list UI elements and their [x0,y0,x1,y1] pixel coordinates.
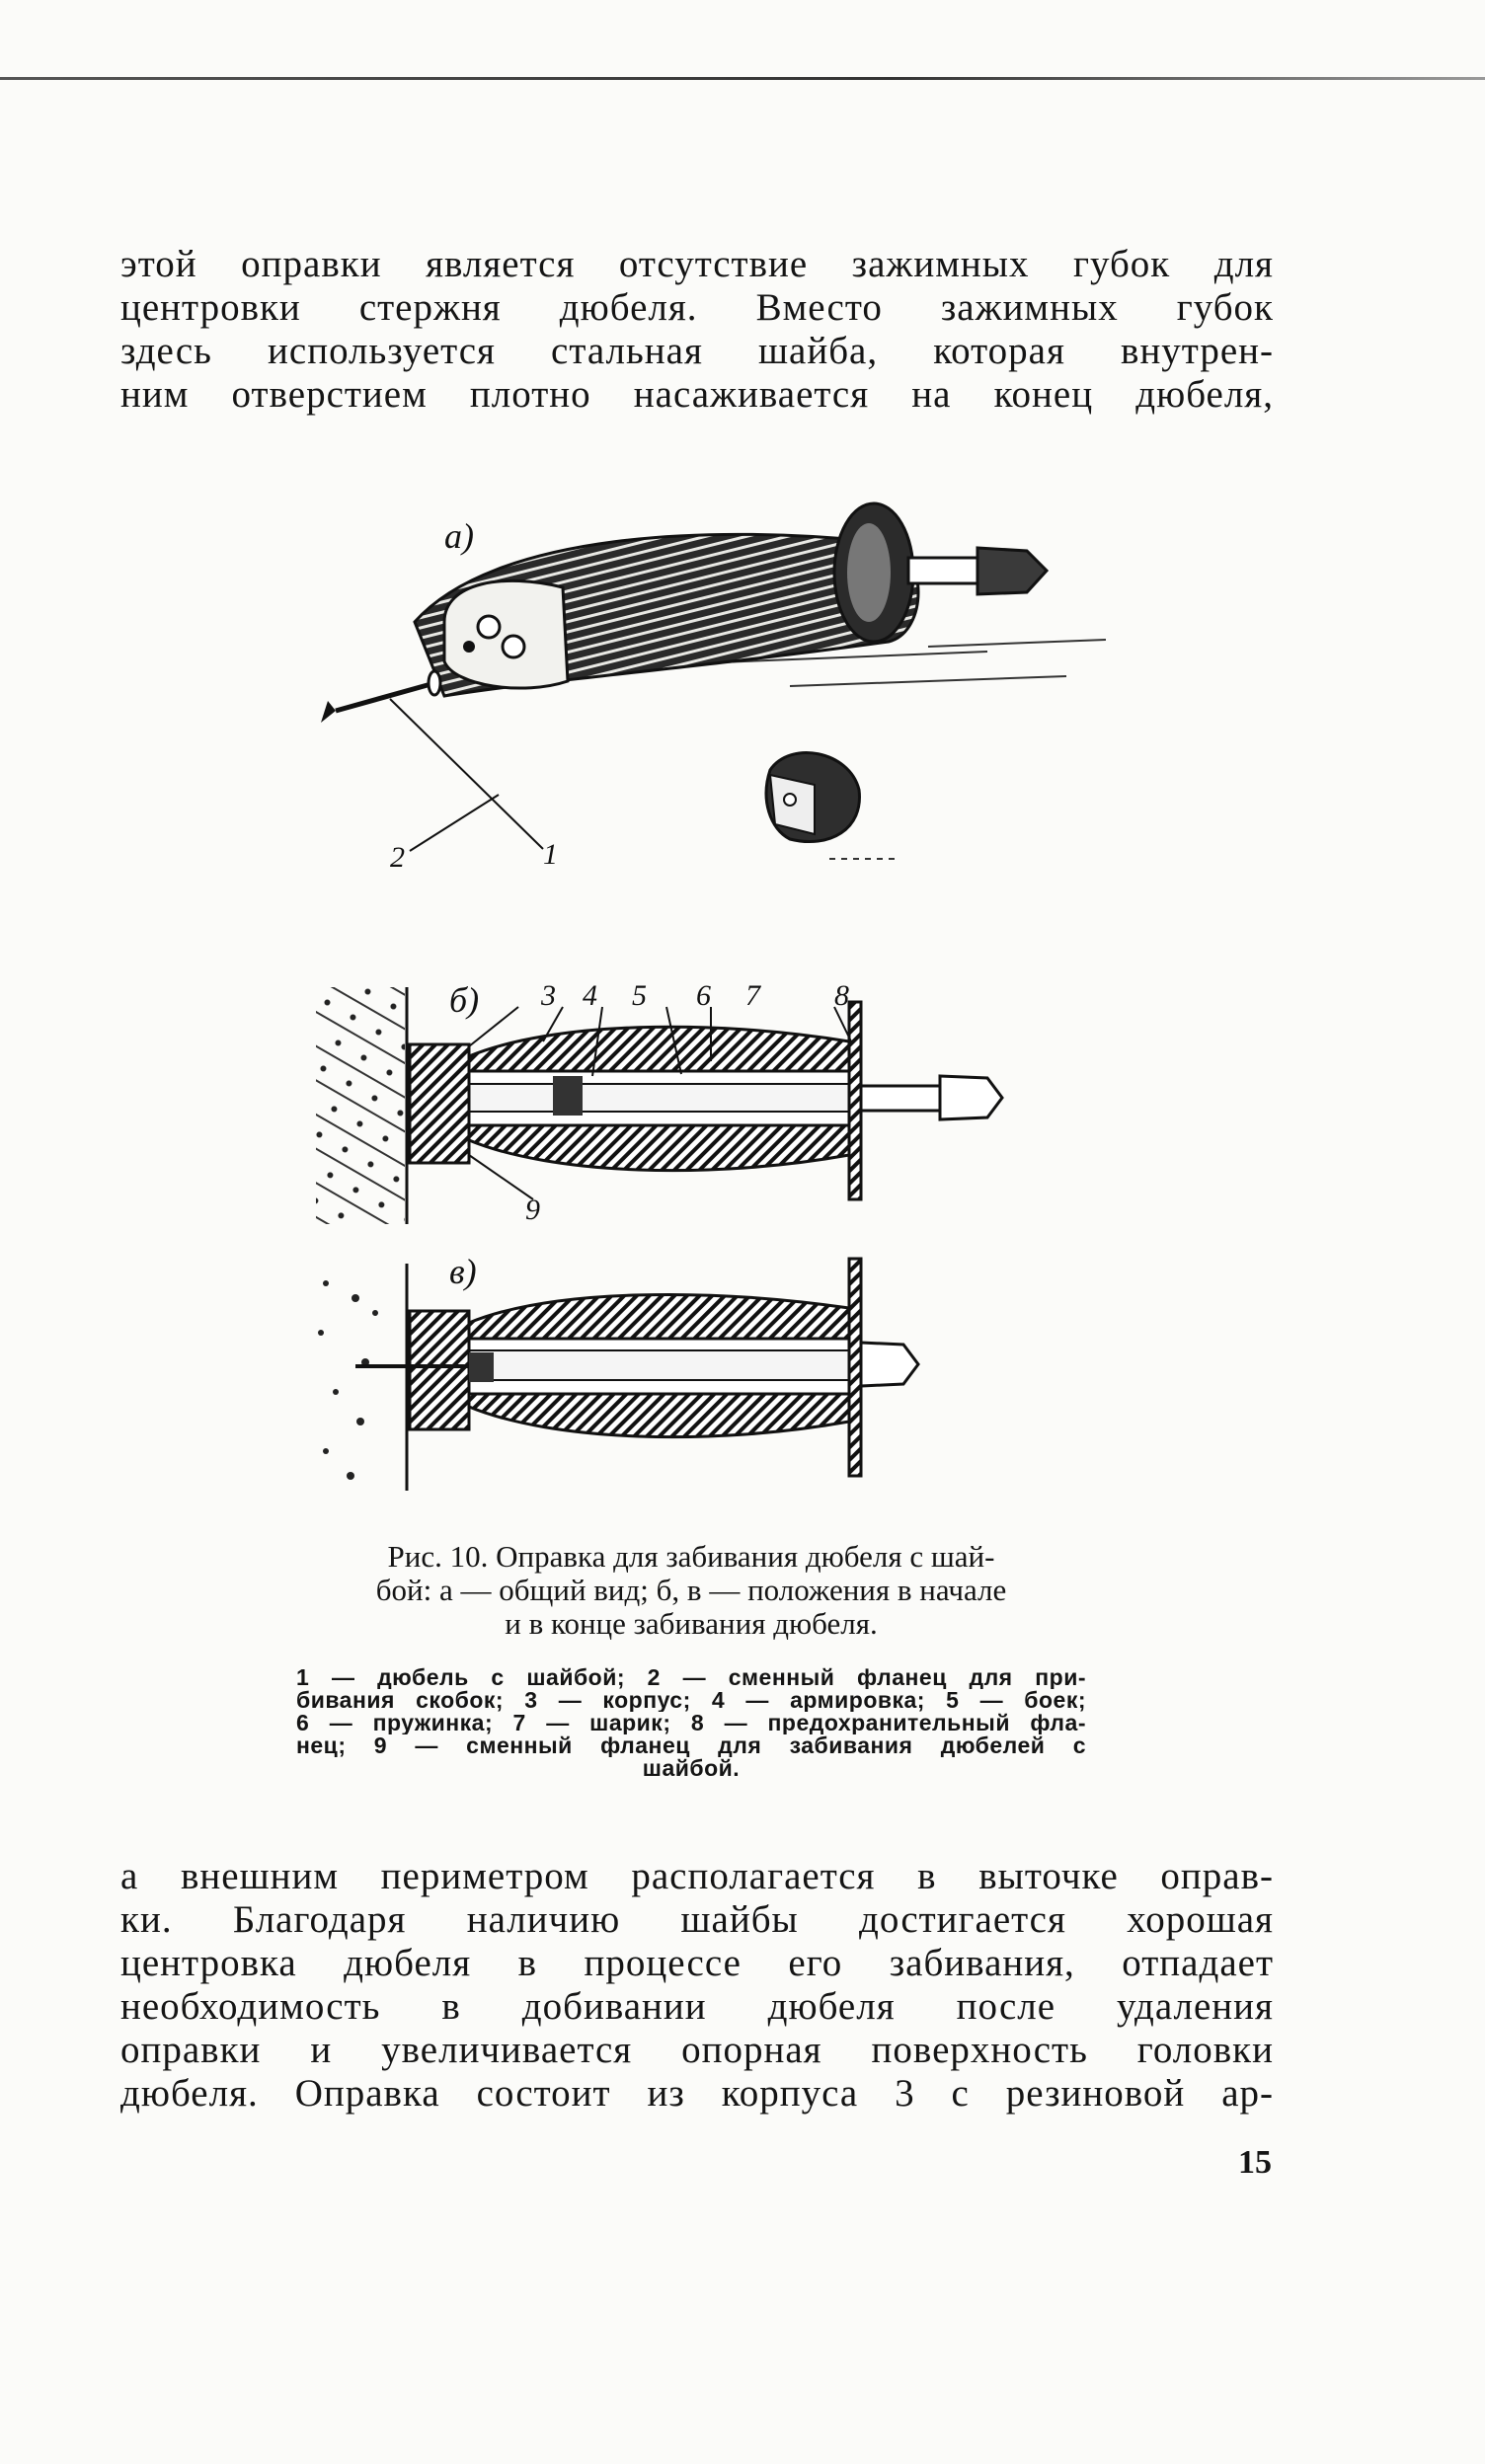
striker-cap [976,546,1050,596]
figure-caption: Рис. 10. Оправка для забивания дюбеля с … [296,1540,1086,1641]
paragraph-top: этой оправки является отсутствие зажимны… [120,243,1274,417]
callout-8: 8 [834,979,849,1012]
safety-flange [847,1000,863,1201]
screw-hole-icon [476,614,502,640]
callout-4: 4 [583,979,597,1012]
figure-legend: 1 — дюбель с шайбой; 2 — сменный фланец … [296,1666,1086,1780]
figure-b-section-start: б) 3 4 5 6 7 8 9 [316,979,1004,1226]
figure-a-general-view: а) 1 2 [321,501,1107,874]
callout-1: 1 [543,838,558,871]
text-line: этой оправки является отсутствие зажимны… [120,243,1274,285]
text-line: ним отверстием плотно насаживается на ко… [120,373,1274,416]
panel-c-label: в) [449,1252,477,1291]
screw-hole-icon [783,793,797,807]
panel-a-label: а) [444,516,474,556]
striker-cap [859,1341,920,1388]
striker-rod [906,556,979,585]
screw-hole-icon [463,641,475,653]
callout-3: 3 [540,979,556,1012]
legend-line: шайбой. [642,1757,741,1780]
caption-line: и в конце забивания дюбеля. [505,1606,878,1641]
replaceable-flange [408,1042,471,1165]
safety-flange [847,1257,863,1478]
leader-line [409,794,500,852]
panel-b-label: б) [449,980,479,1020]
wall-section [316,987,405,1224]
dowel-washer [427,669,442,697]
legend-line: 1 — дюбель с шайбой; 2 — сменный фланец … [296,1666,1086,1689]
leader-line [389,698,544,850]
striker-rod [468,1083,860,1113]
ball-seat [469,1352,494,1382]
ball-seat [553,1076,583,1116]
text-line: центровки стержня дюбеля. Вместо зажимны… [120,286,1274,329]
page-number: 15 [1238,2144,1272,2181]
paragraph-bottom: а внешним периметром располагается в выт… [120,1855,1274,2116]
legend-line: нец; 9 — сменный фланец для забивания дю… [296,1734,1086,1757]
text-line: необходимость в добивании дюбеля после у… [120,1985,1274,2028]
text-line: дюбеля. Оправка состоит из корпуса 3 с р… [120,2072,1274,2115]
callout-7: 7 [745,979,762,1012]
legend-line: 6 — пружинка; 7 — шарик; 8 — предохранит… [296,1712,1086,1734]
callout-2: 2 [390,841,405,874]
legend-line: бивания скобок; 3 — корпус; 4 — армировк… [296,1689,1086,1712]
flange-face [847,523,891,622]
callout-9: 9 [525,1194,540,1226]
callout-6: 6 [696,979,711,1012]
replaceable-flange [408,1309,471,1431]
figure-c-section-end: в) [318,1252,920,1491]
front-head [442,578,570,690]
caption-line: бой: а — общий вид; б, в — положения в н… [375,1573,1007,1607]
striker-rod [859,1084,942,1113]
screw-hole-icon [501,634,526,659]
text-line: здесь используется стальная шайба, котор… [120,330,1274,372]
leader-lines [468,1006,852,1200]
top-rule [0,77,1485,80]
caption-line: Рис. 10. Оправка для забивания дюбеля с … [387,1539,995,1574]
text-line: а внешним периметром располагается в выт… [120,1855,1274,1897]
striker-cap [938,1074,1004,1121]
text-line: центровка дюбеля в процессе его забивани… [120,1942,1274,1984]
callout-5: 5 [632,979,647,1012]
text-line: ки. Благодаря наличию шайбы достигается … [120,1898,1274,1941]
wall-section [318,1280,378,1480]
striker-rod [468,1349,860,1381]
text-line: оправки и увеличивается опорная поверхно… [120,2029,1274,2071]
dowel-rod [335,680,435,714]
dowel-tip [321,701,336,723]
